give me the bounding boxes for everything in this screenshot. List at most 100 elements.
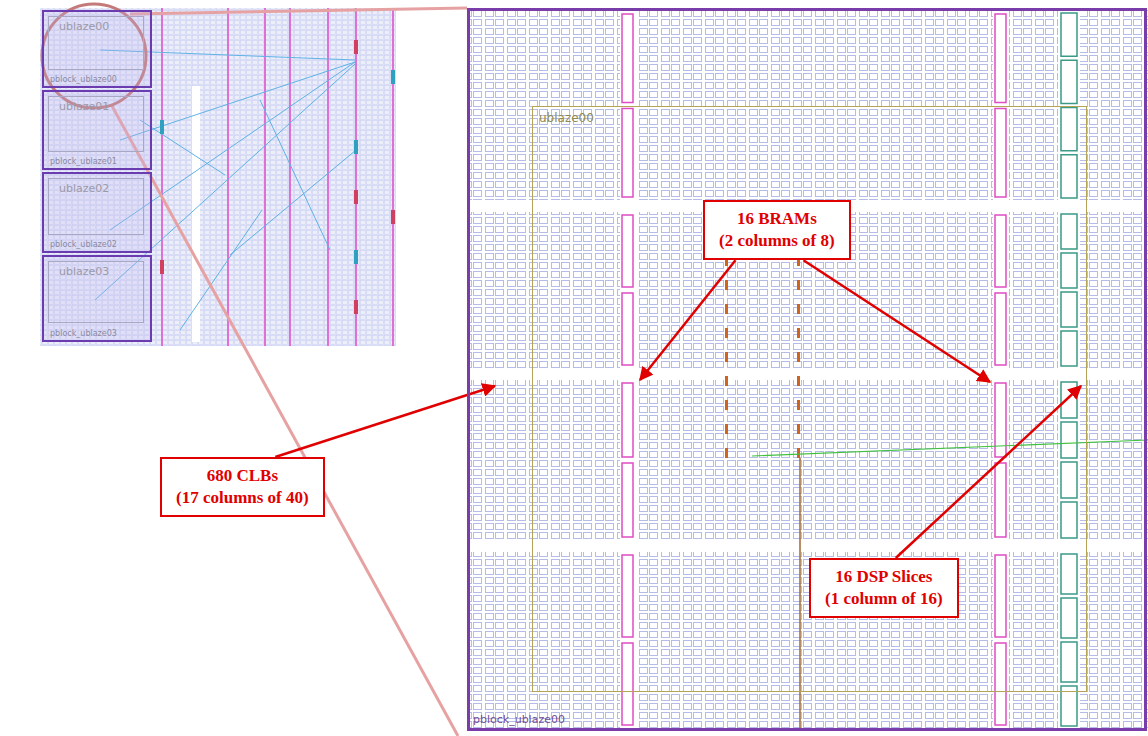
net-line bbox=[230, 150, 356, 255]
dsp-tile bbox=[1061, 382, 1077, 418]
leader-arrow bbox=[640, 260, 735, 380]
dsp-tile bbox=[1061, 686, 1077, 726]
placed-cell bbox=[725, 400, 728, 410]
placed-site bbox=[160, 120, 164, 134]
placed-site bbox=[354, 190, 358, 204]
bram-column bbox=[289, 8, 291, 346]
route-line bbox=[799, 458, 801, 730]
leader-arrow bbox=[275, 386, 495, 457]
bram-tile bbox=[995, 293, 1006, 365]
instance-label: ublaze00 bbox=[539, 111, 1080, 125]
placed-cell bbox=[725, 376, 728, 386]
net-line bbox=[120, 62, 355, 140]
resource-detail: (2 columns of 8) bbox=[719, 230, 835, 252]
net-line bbox=[140, 120, 225, 175]
pblock-label: pblock_ublaze02 bbox=[50, 241, 150, 250]
dsp-tile bbox=[1061, 60, 1077, 103]
placed-cell bbox=[725, 424, 728, 434]
placed-cell bbox=[725, 352, 728, 362]
bram-column bbox=[355, 8, 357, 346]
placed-site bbox=[354, 300, 358, 314]
bram-column-ground bbox=[620, 11, 636, 728]
placed-site bbox=[354, 140, 358, 154]
bram-tile bbox=[622, 293, 633, 365]
bram-tile bbox=[995, 463, 1006, 537]
placed-cell bbox=[797, 400, 800, 410]
dsp-tile bbox=[1061, 214, 1077, 249]
resource-detail: (1 column of 16) bbox=[825, 588, 943, 610]
callout-arrows bbox=[275, 260, 1081, 558]
dsp-tile bbox=[1061, 253, 1077, 288]
bram-tile bbox=[622, 555, 633, 637]
bram-tile bbox=[622, 643, 633, 725]
zoom-line bbox=[130, 8, 467, 14]
placed-cell bbox=[797, 328, 800, 338]
leader-arrow bbox=[803, 260, 990, 382]
leader-arrow bbox=[896, 386, 1081, 558]
clock-row-gap bbox=[470, 540, 1148, 552]
pblock-label: pblock_ublaze01 bbox=[50, 158, 150, 167]
dsp-tile bbox=[1061, 502, 1077, 538]
device-ground bbox=[40, 8, 396, 346]
bram-tile bbox=[622, 215, 633, 287]
bram-tile bbox=[995, 555, 1006, 637]
empty-column bbox=[192, 86, 200, 342]
bram-tile bbox=[995, 14, 1006, 103]
callout-box: 680 CLBs(17 columns of 40) bbox=[160, 457, 325, 517]
pblock-label: pblock_ublaze00 bbox=[50, 76, 150, 85]
net-line bbox=[260, 100, 330, 250]
device-grid bbox=[40, 8, 396, 346]
dsp-tile bbox=[1061, 108, 1077, 151]
bram-tile bbox=[995, 643, 1006, 725]
dsp-tile bbox=[1061, 554, 1077, 594]
dsp-tile bbox=[1061, 598, 1077, 638]
pblock-label: pblock_ublaze03 bbox=[50, 330, 150, 339]
bram-column bbox=[161, 8, 163, 346]
bram-tile bbox=[995, 215, 1006, 287]
placed-cell bbox=[725, 328, 728, 338]
bram-column bbox=[392, 8, 394, 346]
pblock-region: ublaze01 pblock_ublaze01 bbox=[42, 90, 152, 170]
bram-tile bbox=[622, 463, 633, 537]
instance-label: ublaze02 bbox=[59, 182, 133, 195]
placed-cell bbox=[797, 280, 800, 290]
bram-column bbox=[264, 8, 266, 346]
bram-tile bbox=[995, 109, 1006, 198]
zoom-line bbox=[112, 106, 458, 736]
pblock-region: ublaze00pblock_ublaze00 bbox=[467, 8, 1147, 731]
clb-grid bbox=[467, 8, 1148, 730]
instance-label: ublaze00 bbox=[59, 20, 133, 33]
placed-cell bbox=[725, 280, 728, 290]
pblock-region: ublaze03 pblock_ublaze03 bbox=[42, 255, 152, 342]
dsp-tile bbox=[1061, 292, 1077, 327]
resource-count: 680 CLBs bbox=[176, 465, 309, 487]
clock-row-gap bbox=[470, 368, 1148, 380]
zoomed-floorplan bbox=[467, 8, 1148, 730]
placed-cell bbox=[725, 304, 728, 314]
instance-label: ublaze01 bbox=[59, 100, 133, 113]
device-overview bbox=[40, 8, 396, 346]
bram-column bbox=[227, 8, 229, 346]
dsp-tile bbox=[1061, 462, 1077, 498]
placed-site bbox=[391, 210, 395, 224]
placed-site bbox=[160, 260, 164, 274]
resource-detail: (17 columns of 40) bbox=[176, 487, 309, 509]
pblock-region: ublaze00 pblock_ublaze00 bbox=[42, 10, 152, 88]
dsp-tile bbox=[1061, 155, 1077, 198]
placed-cell bbox=[725, 448, 728, 458]
cell-bounds: ublaze00 bbox=[48, 16, 144, 70]
dsp-column-ground bbox=[1058, 11, 1080, 728]
bram-tile bbox=[622, 383, 633, 457]
callout-box: 16 BRAMs(2 columns of 8) bbox=[703, 200, 851, 260]
placed-cell bbox=[797, 424, 800, 434]
floorplan-details bbox=[42, 4, 1148, 736]
pblock-region: ublaze02 pblock_ublaze02 bbox=[42, 172, 152, 253]
placed-cell bbox=[797, 448, 800, 458]
net-line bbox=[180, 210, 262, 330]
placed-site bbox=[354, 40, 358, 54]
resource-count: 16 BRAMs bbox=[719, 208, 835, 230]
instance-label: ublaze03 bbox=[59, 265, 133, 278]
cell-bounds: ublaze02 bbox=[48, 178, 144, 235]
route-line bbox=[752, 440, 1148, 456]
